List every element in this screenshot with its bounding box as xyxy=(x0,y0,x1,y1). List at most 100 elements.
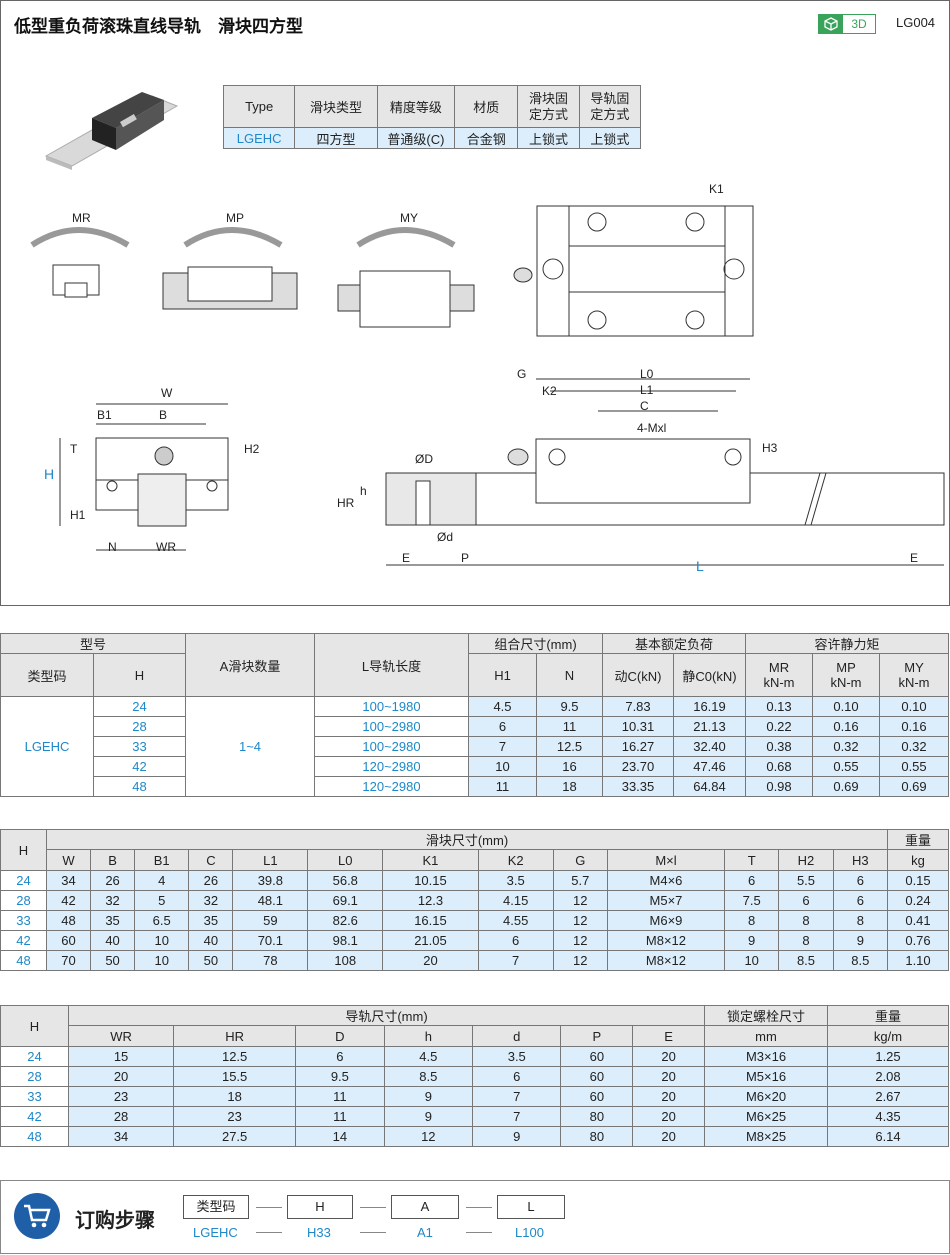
spec-header: 精度等级 xyxy=(376,85,456,128)
table-cell: 6 xyxy=(724,870,780,891)
order-step-typecode: 类型码 xyxy=(183,1195,249,1219)
table-cell: 0.76 xyxy=(887,930,949,951)
col-header: E xyxy=(632,1025,705,1047)
spec-header: 滑块类型 xyxy=(294,85,378,128)
dim-p: P xyxy=(461,551,470,565)
table-cell: 4.5 xyxy=(468,696,537,717)
dim-d: Ød xyxy=(437,530,454,544)
col-header: kg/m xyxy=(827,1025,949,1047)
table-cell: 64.84 xyxy=(673,776,746,797)
table-cell: 1.25 xyxy=(827,1046,949,1067)
h-cell[interactable]: 33 xyxy=(93,736,186,757)
h-cell[interactable]: 28 xyxy=(0,1066,69,1087)
table-cell: 4.35 xyxy=(827,1106,949,1127)
table-cell: 35 xyxy=(90,910,136,931)
dim-h: H xyxy=(44,466,55,482)
table-cell: M8×25 xyxy=(704,1126,828,1147)
moment-label-mr: MR xyxy=(72,211,91,225)
type-code-cell[interactable]: LGEHC xyxy=(0,696,94,797)
h-cell[interactable]: 42 xyxy=(0,1106,69,1127)
h-cell[interactable]: 24 xyxy=(0,870,47,891)
side-view xyxy=(385,378,945,566)
col-header: 滑块尺寸(mm) xyxy=(46,829,888,850)
table-cell: 35 xyxy=(188,910,234,931)
order-value-a: A1 xyxy=(417,1225,433,1240)
table-cell: M5×16 xyxy=(704,1066,828,1087)
order-value-typecode: LGEHC xyxy=(193,1225,238,1240)
table-cell: 3.5 xyxy=(472,1046,562,1067)
table-cell: 6 xyxy=(778,890,834,911)
table-cell: 7 xyxy=(472,1106,562,1127)
col-header: P xyxy=(560,1025,634,1047)
h-cell[interactable]: 48 xyxy=(0,1126,69,1147)
h-cell[interactable]: 33 xyxy=(0,1086,69,1107)
col-header: 静C0(kN) xyxy=(673,653,746,697)
col-header: MY kN-m xyxy=(879,653,949,697)
spec-cell[interactable]: LGEHC xyxy=(222,127,296,149)
h-cell[interactable]: 28 xyxy=(93,716,186,737)
moment-label-my: MY xyxy=(400,211,418,225)
dim-h3: H3 xyxy=(762,441,778,455)
l-cell[interactable]: 100~2980 xyxy=(314,736,469,757)
l-cell[interactable]: 120~2980 xyxy=(314,756,469,777)
l-cell[interactable]: 120~2980 xyxy=(314,776,469,797)
col-header: 基本额定负荷 xyxy=(602,633,746,654)
col-header: MR kN-m xyxy=(745,653,813,697)
table-cell: 82.6 xyxy=(307,910,384,931)
dim-b: B xyxy=(159,408,168,422)
h-cell[interactable]: 28 xyxy=(0,890,47,911)
table-cell: 0.38 xyxy=(745,736,813,757)
l-cell[interactable]: 100~1980 xyxy=(314,696,469,717)
col-header: 型号 xyxy=(0,633,186,654)
table-cell: 47.46 xyxy=(673,756,746,777)
spec-header: 滑块固 定方式 xyxy=(517,85,580,128)
order-value-l: L100 xyxy=(515,1225,544,1240)
table-cell: 9 xyxy=(472,1126,562,1147)
col-header: W xyxy=(45,849,92,871)
table-cell: 20 xyxy=(632,1086,705,1107)
dim-e: E xyxy=(402,551,411,565)
table-cell: 34 xyxy=(45,870,92,891)
table-cell: 60 xyxy=(560,1086,634,1107)
table-cell: 15 xyxy=(67,1046,175,1067)
table-cell: 21.13 xyxy=(673,716,746,737)
table-cell: 23 xyxy=(67,1086,175,1107)
table-cell: 70 xyxy=(45,950,92,971)
table-cell: 6 xyxy=(472,1066,562,1087)
h-cell[interactable]: 42 xyxy=(93,756,186,777)
table-cell: M8×12 xyxy=(606,950,726,971)
h-cell[interactable]: 48 xyxy=(93,776,186,797)
table-cell: 0.24 xyxy=(887,890,949,911)
l-cell[interactable]: 100~2980 xyxy=(314,716,469,737)
col-header: MP kN-m xyxy=(812,653,880,697)
col-header: WR xyxy=(67,1025,175,1047)
col-header: 动C(kN) xyxy=(602,653,674,697)
dim-k1: K1 xyxy=(709,182,724,196)
table-cell: 6 xyxy=(832,890,889,911)
h-cell[interactable]: 42 xyxy=(0,930,47,951)
table-cell: 27.5 xyxy=(173,1126,297,1147)
table-cell: 6.14 xyxy=(827,1126,949,1147)
dim-od: ØD xyxy=(415,452,433,466)
col-header: 重量 xyxy=(827,1005,949,1026)
h-cell[interactable]: 48 xyxy=(0,950,47,971)
h-cell[interactable]: 24 xyxy=(93,696,186,717)
h-cell[interactable]: 24 xyxy=(0,1046,69,1067)
h-cell[interactable]: 33 xyxy=(0,910,47,931)
spec-table: Type 滑块类型 精度等级 材质 滑块固 定方式 导轨固 定方式 LGEHC … xyxy=(222,85,642,149)
col-header: 锁定螺栓尺寸 xyxy=(704,1005,828,1026)
col-header: N xyxy=(536,653,603,697)
col-header: G xyxy=(552,849,608,871)
table-cell: 8 xyxy=(778,910,834,931)
table-cell: M8×12 xyxy=(606,930,726,951)
table-cell: 108 xyxy=(307,950,384,971)
table-cell: 20 xyxy=(632,1126,705,1147)
spec-cell: 上锁式 xyxy=(517,127,580,149)
3d-badge[interactable]: 3D xyxy=(818,14,876,34)
table-cell: 60 xyxy=(45,930,92,951)
table-cell: 7.5 xyxy=(724,890,780,911)
